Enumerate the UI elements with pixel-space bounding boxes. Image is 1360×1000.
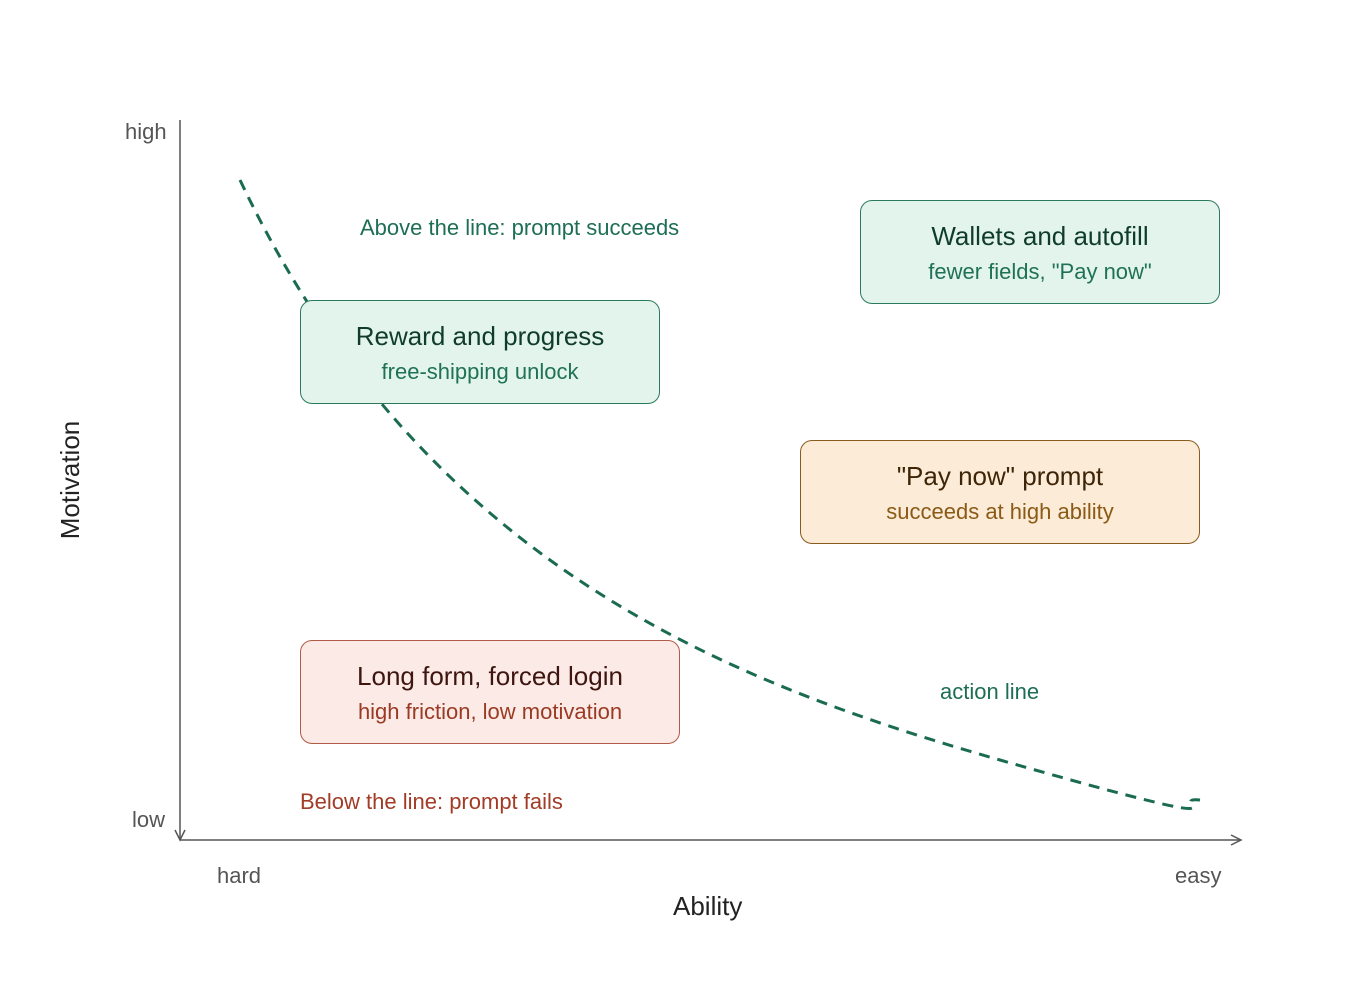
reward-progress-box: Reward and progress free-shipping unlock (300, 300, 660, 404)
action-line-label: action line (940, 679, 1040, 704)
x-axis-title: Ability (673, 891, 743, 921)
x-axis-arrowhead (1230, 834, 1243, 846)
long-form-box: Long form, forced login high friction, l… (300, 640, 680, 744)
reward-progress-title: Reward and progress (355, 321, 605, 351)
action-line-curve (238, 179, 1201, 810)
y-axis-title: Motivation (55, 420, 85, 540)
y-axis (174, 120, 186, 842)
y-tick-low: low (132, 807, 166, 832)
below-line-note: Below the line: prompt fails (300, 789, 563, 814)
x-tick-hard: hard (217, 863, 262, 888)
wallets-autofill-box: Wallets and autofill fewer fields, "Pay … (860, 200, 1220, 304)
pay-now-prompt-box: "Pay now" prompt succeeds at high abilit… (800, 440, 1200, 544)
pay-now-prompt-subtitle: succeeds at high ability (886, 499, 1114, 524)
pay-now-prompt-title: "Pay now" prompt (896, 461, 1104, 491)
x-axis (180, 834, 1243, 846)
above-line-note: Above the line: prompt succeeds (360, 215, 680, 240)
reward-progress-subtitle: free-shipping unlock (381, 359, 579, 384)
x-tick-easy: easy (1175, 863, 1222, 888)
wallets-autofill-subtitle: fewer fields, "Pay now" (928, 259, 1152, 284)
long-form-subtitle: high friction, low motivation (357, 699, 623, 724)
wallets-autofill-title: Wallets and autofill (931, 221, 1149, 251)
long-form-title: Long form, forced login (357, 661, 623, 691)
y-tick-high: high (125, 119, 167, 144)
